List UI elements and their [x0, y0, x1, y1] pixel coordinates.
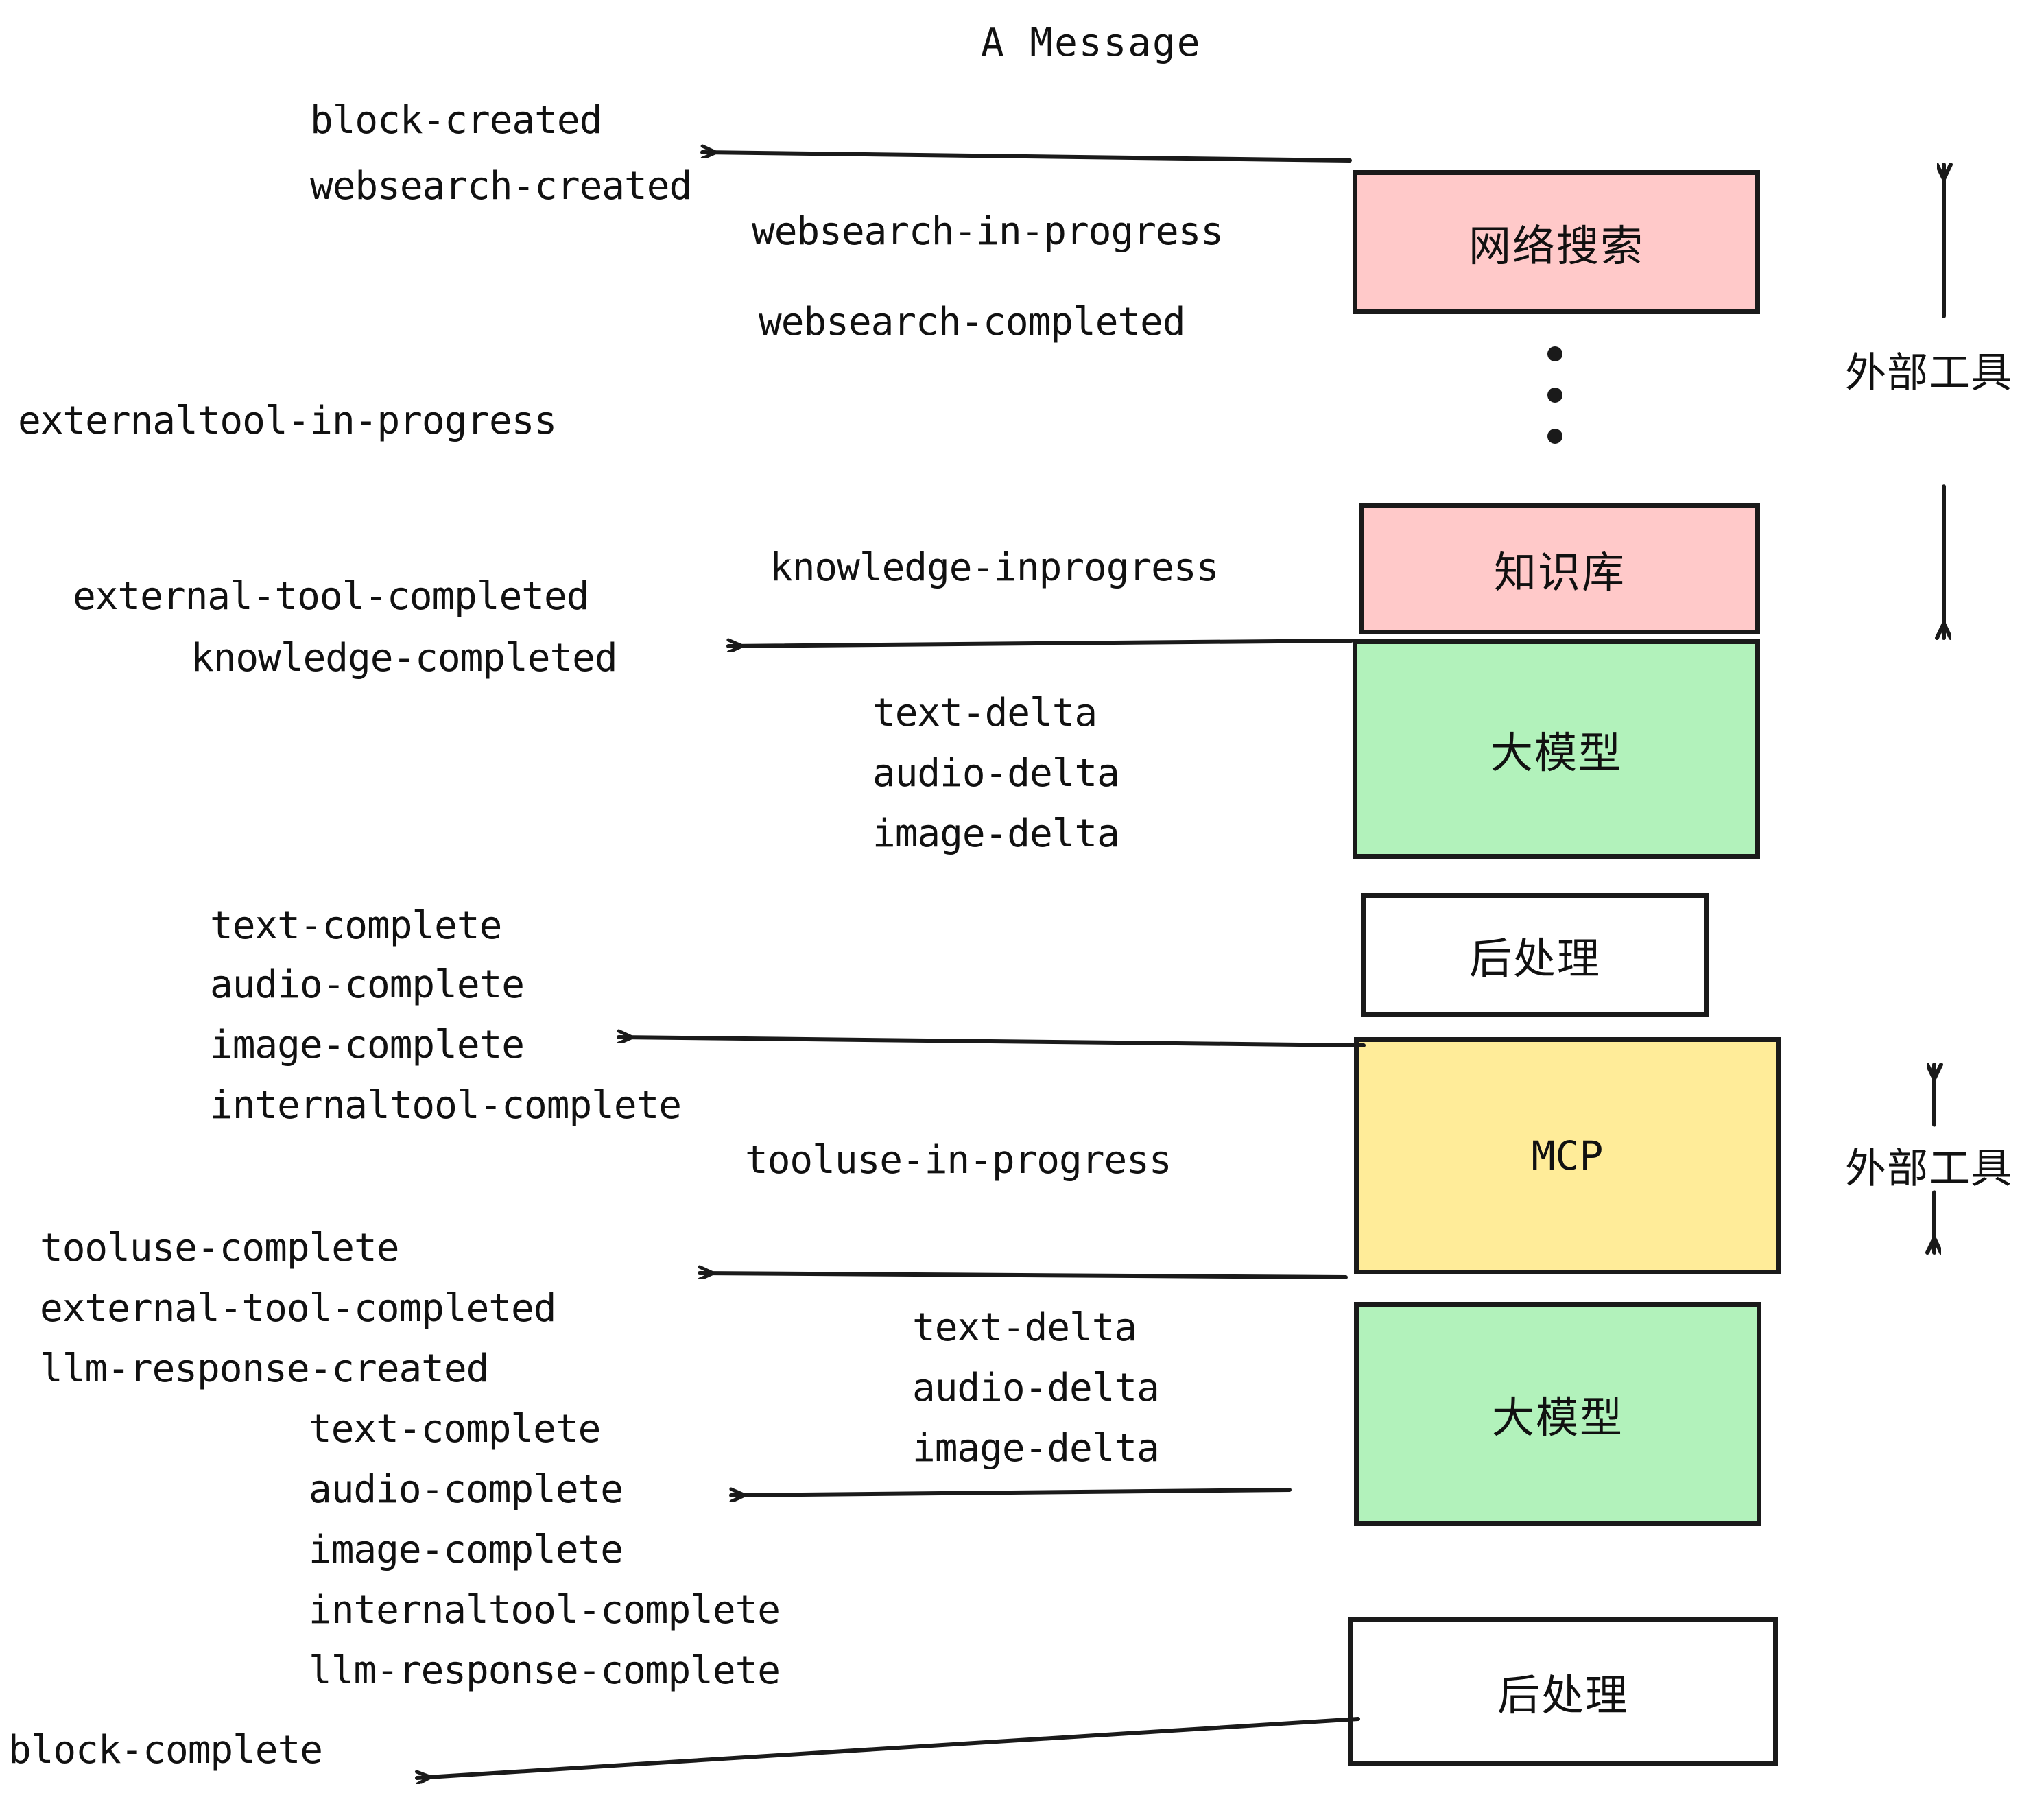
event-label-internaltool-complete-2: internaltool-complete — [309, 1588, 781, 1633]
event-label-image-delta-2: image-delta — [912, 1426, 1160, 1471]
arrow-llm2-to-events — [729, 1490, 1292, 1495]
side-label-external-tools-top: 外部工具 — [1845, 349, 2012, 397]
box-label-websearch: 网络搜索 — [1468, 221, 1644, 271]
event-label-knowledge-completed: knowledge-completed — [191, 636, 618, 680]
box-mcp[interactable]: MCP — [1354, 1037, 1781, 1274]
arrow-postprocess1-to-events — [617, 1037, 1366, 1047]
box-label-postprocess-2: 后处理 — [1497, 1670, 1629, 1720]
box-label-knowledge: 知识库 — [1493, 547, 1626, 597]
event-label-image-complete-1: image-complete — [210, 1023, 525, 1067]
event-label-websearch-completed: websearch-completed — [759, 300, 1186, 344]
box-label-postprocess-1: 后处理 — [1469, 934, 1601, 984]
box-label-llm-1: 大模型 — [1490, 728, 1622, 778]
event-label-websearch-created: websearch-created — [310, 164, 692, 209]
box-llm-2[interactable]: 大模型 — [1354, 1302, 1761, 1526]
box-knowledge[interactable]: 知识库 — [1359, 503, 1760, 634]
event-label-image-complete-2: image-complete — [309, 1528, 623, 1572]
event-label-websearch-in-progress: websearch-in-progress — [752, 209, 1224, 254]
event-label-audio-delta-2: audio-delta — [912, 1366, 1160, 1410]
event-label-text-delta-2: text-delta — [912, 1305, 1137, 1350]
event-label-block-complete: block-complete — [8, 1728, 323, 1772]
event-label-knowledge-inprogress: knowledge-inprogress — [770, 545, 1219, 590]
ellipsis-dot-3 — [1547, 429, 1562, 444]
event-label-text-delta-1: text-delta — [872, 691, 1097, 735]
event-label-text-complete-2: text-complete — [309, 1407, 601, 1451]
box-label-llm-2: 大模型 — [1491, 1392, 1624, 1443]
event-label-external-tool-completed-1: external-tool-completed — [73, 574, 589, 619]
box-llm-1[interactable]: 大模型 — [1353, 639, 1760, 859]
box-label-mcp: MCP — [1531, 1132, 1604, 1179]
box-postprocess-1[interactable]: 后处理 — [1361, 893, 1709, 1017]
box-websearch[interactable]: 网络搜索 — [1353, 170, 1760, 314]
event-label-llm-response-created: llm-response-created — [40, 1346, 489, 1391]
event-label-block-created: block-created — [310, 98, 602, 143]
event-label-internaltool-complete-1: internaltool-complete — [210, 1083, 682, 1128]
event-label-tooluse-complete: tooluse-complete — [40, 1226, 399, 1270]
arrow-websearch-to-events — [700, 152, 1352, 163]
event-label-external-tool-completed-2: external-tool-completed — [40, 1286, 556, 1331]
arrow-knowledge-to-events — [726, 641, 1353, 646]
arrow-postprocess2-to-block — [417, 1717, 1360, 1778]
event-label-externaltool-in-progress: externaltool-in-progress — [18, 399, 557, 443]
arrow-mcp-to-events — [698, 1273, 1348, 1277]
page-title: A Message — [981, 21, 1202, 65]
side-label-external-tools-bottom: 外部工具 — [1845, 1145, 2012, 1193]
event-label-image-delta-1: image-delta — [872, 811, 1120, 856]
event-label-text-complete-1: text-complete — [210, 903, 502, 948]
event-label-audio-complete-2: audio-complete — [309, 1467, 623, 1512]
event-label-audio-complete-1: audio-complete — [210, 962, 525, 1007]
event-label-audio-delta-1: audio-delta — [872, 751, 1120, 796]
ellipsis-dot-1 — [1547, 346, 1562, 361]
ellipsis-dot-2 — [1547, 388, 1562, 403]
box-postprocess-2[interactable]: 后处理 — [1348, 1617, 1778, 1766]
event-label-tooluse-in-progress: tooluse-in-progress — [745, 1138, 1172, 1183]
event-label-llm-response-complete: llm-response-complete — [309, 1648, 781, 1693]
